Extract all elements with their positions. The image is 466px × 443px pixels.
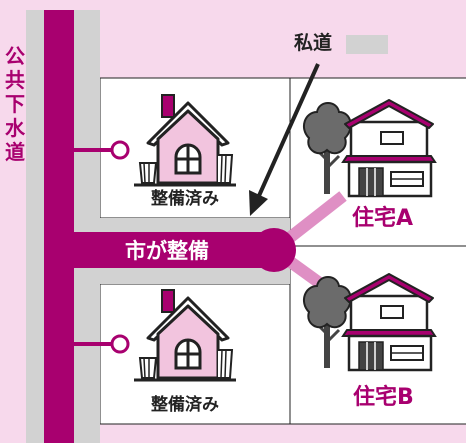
private-road-swatch <box>346 35 388 54</box>
lot-label-top: 整備済み <box>151 189 219 209</box>
cottage-icon-bottom <box>134 289 236 382</box>
lot-label-bottom: 整備済み <box>151 395 219 415</box>
house-label-b: 住宅B <box>353 385 414 410</box>
private-road-label: 私道 <box>294 32 333 54</box>
connection-node-top <box>110 140 130 160</box>
house-icon-a <box>302 99 437 198</box>
city-maintained-label: 市が整備 <box>125 239 209 263</box>
private-road-arrow <box>249 63 320 216</box>
main-sewer-pipe <box>44 10 74 443</box>
main-sewer-label: 公共下水道 <box>5 44 25 164</box>
connection-node-bottom <box>110 334 130 354</box>
house-label-a: 住宅A <box>352 206 414 231</box>
cottage-icon-top <box>134 94 236 187</box>
junction-node <box>252 228 296 272</box>
house-icon-b <box>302 273 437 372</box>
city-pipe <box>74 232 274 268</box>
